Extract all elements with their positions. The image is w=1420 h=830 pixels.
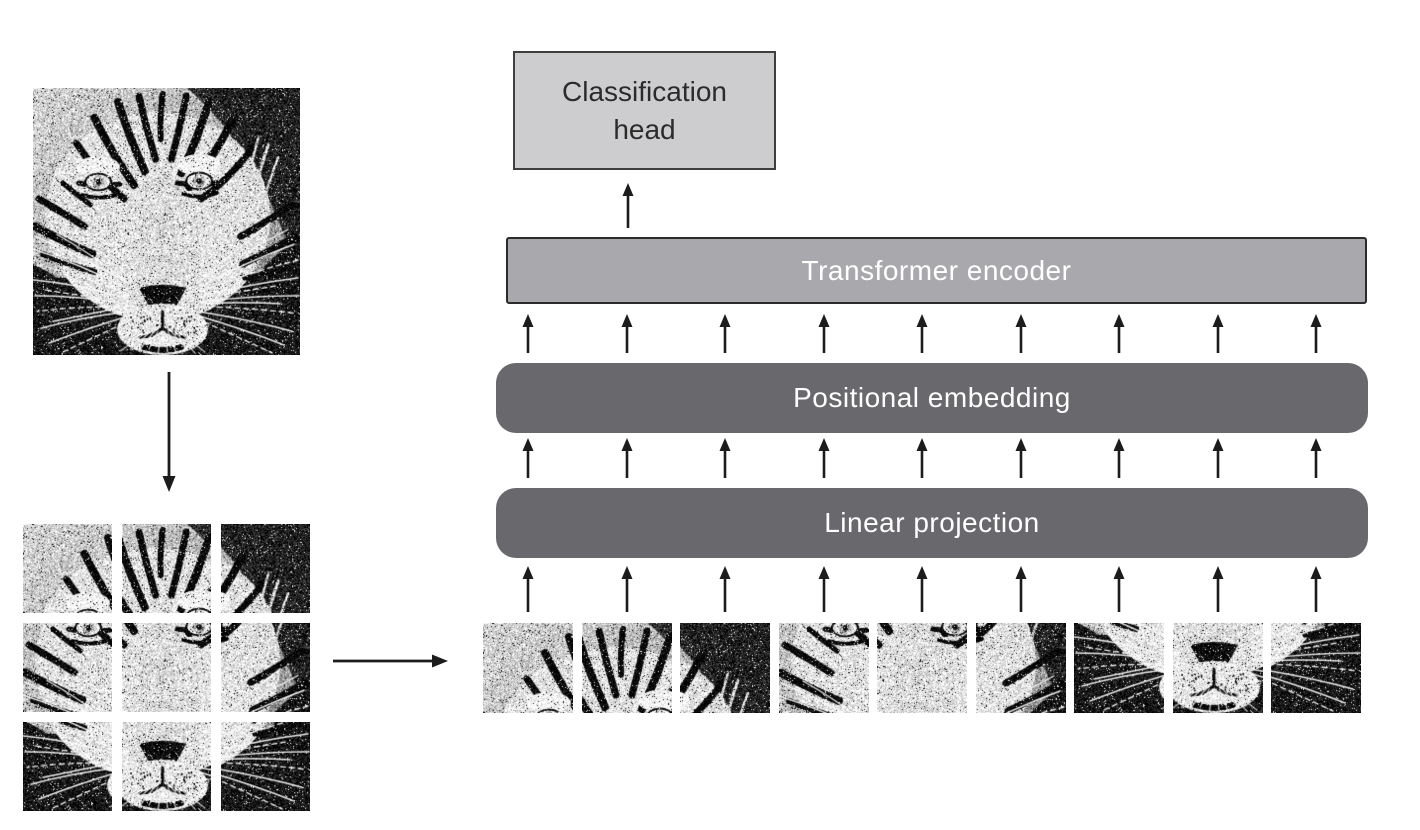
arrow-up-icon-positional-to-encoder-1 xyxy=(522,314,534,353)
arrow-up-icon-linear-to-positional-2 xyxy=(621,438,633,478)
positional-embedding-bar: Positional embedding xyxy=(496,363,1368,433)
patch-token-7 xyxy=(1074,623,1164,713)
arrow-up-icon-linear-to-positional-3 xyxy=(719,438,731,478)
arrow-up-icon-patches-to-linear-9 xyxy=(1310,566,1322,612)
transformer-encoder-bar: Transformer encoder xyxy=(506,237,1367,304)
arrow-up-icon-patches-to-linear-3 xyxy=(719,566,731,612)
patch-tile-5 xyxy=(122,623,211,712)
patch-token-9 xyxy=(1271,623,1361,713)
arrow-up-icon-patches-to-linear-2 xyxy=(621,566,633,612)
patch-tile-3 xyxy=(221,524,310,613)
arrow-up-icon-linear-to-positional-6 xyxy=(1015,438,1027,478)
arrow-up-icon-encoder-to-classification xyxy=(622,183,634,228)
arrow-up-icon-linear-to-positional-4 xyxy=(818,438,830,478)
patch-token-8 xyxy=(1173,623,1263,713)
positional-embedding-label: Positional embedding xyxy=(793,382,1071,413)
arrow-up-icon-positional-to-encoder-5 xyxy=(916,314,928,353)
classification-head-label: Classification head xyxy=(562,75,727,145)
linear-projection-bar: Linear projection xyxy=(496,488,1368,558)
patch-token-3 xyxy=(680,623,770,713)
arrow-up-icon-linear-to-positional-1 xyxy=(522,438,534,478)
transformer-encoder-label: Transformer encoder xyxy=(801,254,1072,286)
arrow-down-icon-image-to-grid xyxy=(162,372,176,492)
input-tiger-image xyxy=(33,88,300,355)
arrow-right-icon-grid-to-sequence xyxy=(333,654,448,668)
arrow-up-icon-patches-to-linear-4 xyxy=(818,566,830,612)
patch-token-4 xyxy=(779,623,869,713)
patch-tile-2 xyxy=(122,524,211,613)
arrow-up-icon-linear-to-positional-8 xyxy=(1212,438,1224,478)
patch-tile-1 xyxy=(23,524,112,613)
arrow-up-icon-linear-to-positional-7 xyxy=(1113,438,1125,478)
arrow-up-icon-positional-to-encoder-4 xyxy=(818,314,830,353)
patch-tile-6 xyxy=(221,623,310,712)
patch-tile-9 xyxy=(221,722,310,811)
arrow-up-icon-patches-to-linear-5 xyxy=(916,566,928,612)
patch-tile-8 xyxy=(122,722,211,811)
patch-token-5 xyxy=(877,623,967,713)
arrow-up-icon-positional-to-encoder-7 xyxy=(1113,314,1125,353)
arrow-up-icon-positional-to-encoder-2 xyxy=(621,314,633,353)
arrow-up-icon-linear-to-positional-9 xyxy=(1310,438,1322,478)
patch-tile-7 xyxy=(23,722,112,811)
patch-token-6 xyxy=(976,623,1066,713)
arrow-up-icon-positional-to-encoder-9 xyxy=(1310,314,1322,353)
arrow-up-icon-positional-to-encoder-3 xyxy=(719,314,731,353)
arrow-up-icon-positional-to-encoder-6 xyxy=(1015,314,1027,353)
arrow-up-icon-patches-to-linear-7 xyxy=(1113,566,1125,612)
arrow-up-icon-patches-to-linear-1 xyxy=(522,566,534,612)
arrow-up-icon-positional-to-encoder-8 xyxy=(1212,314,1224,353)
image-patch-grid xyxy=(23,524,310,811)
patch-token-1 xyxy=(483,623,573,713)
arrow-up-icon-linear-to-positional-5 xyxy=(916,438,928,478)
patch-token-2 xyxy=(582,623,672,713)
classification-head-box: Classification head xyxy=(513,51,776,170)
patch-tile-4 xyxy=(23,623,112,712)
arrow-up-icon-patches-to-linear-8 xyxy=(1212,566,1224,612)
linear-projection-label: Linear projection xyxy=(824,507,1040,538)
arrow-up-icon-patches-to-linear-6 xyxy=(1015,566,1027,612)
